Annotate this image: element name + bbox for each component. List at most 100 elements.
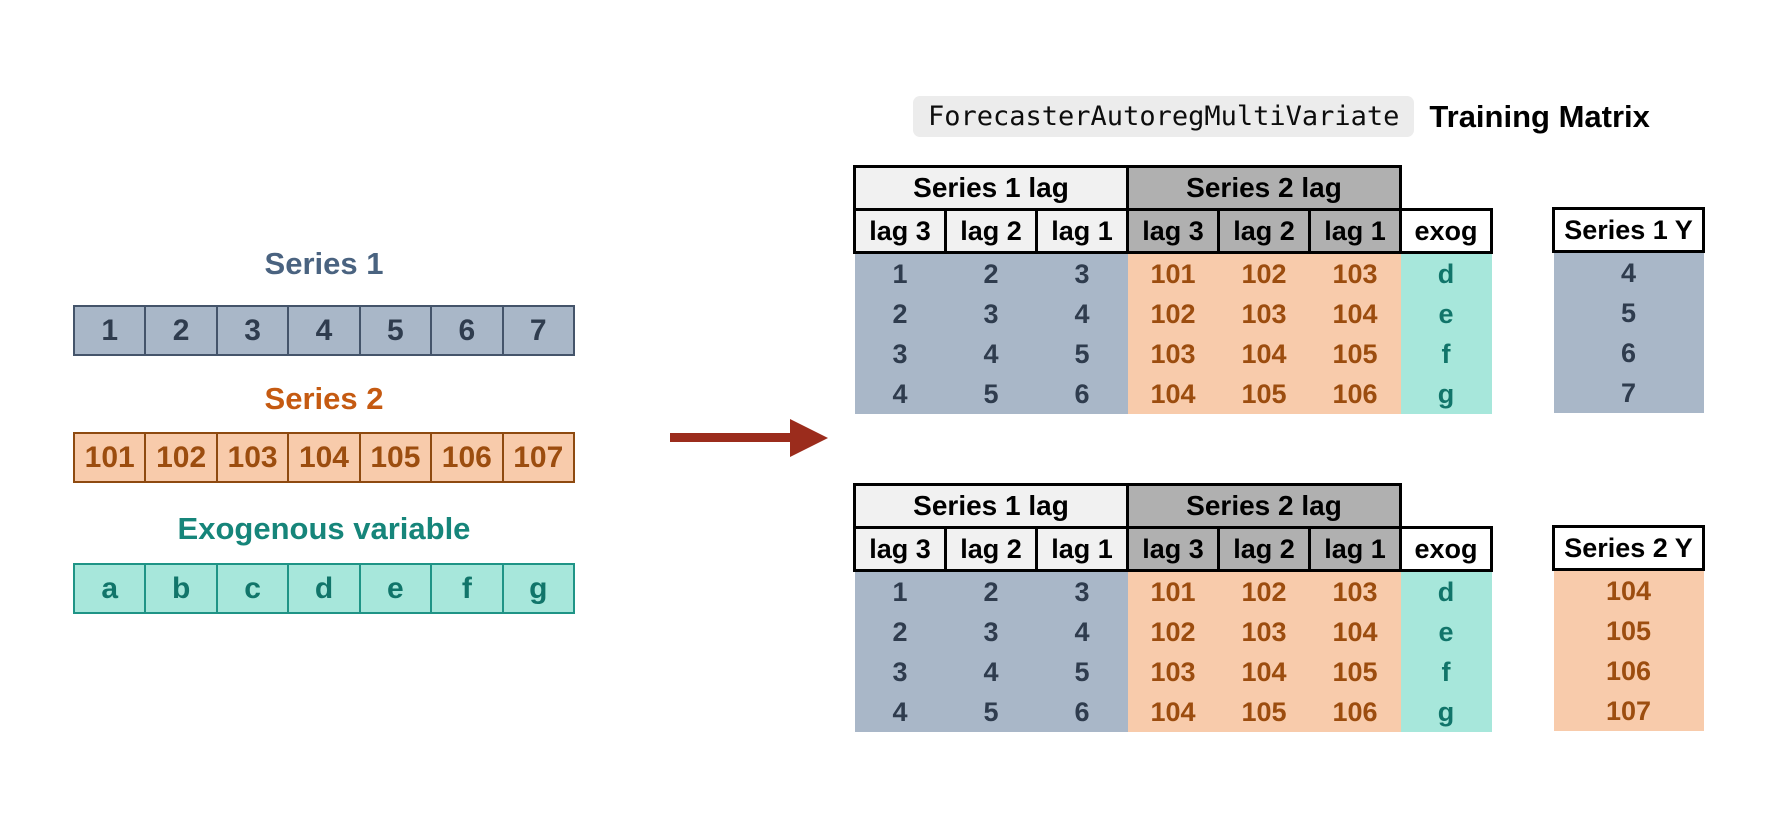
- arrow-head: [790, 419, 828, 457]
- y-cell: 6: [1553, 333, 1704, 373]
- matrix-exog-cell: e: [1400, 294, 1492, 334]
- matrix-cell: 3: [945, 612, 1037, 652]
- matrix-cell: 5: [945, 692, 1037, 732]
- matrix-cell: 4: [1036, 294, 1128, 334]
- exog-row: a b c d e f g: [73, 563, 575, 614]
- series2-cell: 106: [430, 432, 504, 483]
- series2-cell: 107: [501, 432, 575, 483]
- series1-cell: 7: [501, 305, 575, 356]
- matrix-cell: 106: [1309, 692, 1401, 732]
- series1-cell: 6: [430, 305, 504, 356]
- matrix-cell: 2: [854, 612, 946, 652]
- matrix-exog-cell: g: [1400, 374, 1492, 414]
- right-arrow-icon: [670, 419, 828, 457]
- series1-cell: 1: [73, 305, 147, 356]
- training-matrix-table-series1: Series 1 lag Series 2 lag lag 3 lag 2 la…: [853, 165, 1493, 414]
- matrix-cell: 4: [945, 652, 1037, 692]
- matrix-cell: 103: [1127, 652, 1219, 692]
- col-header-cell: lag 3: [853, 208, 947, 254]
- series1-cell: 4: [287, 305, 361, 356]
- matrix-cell: 104: [1127, 692, 1219, 732]
- exog-header-cell: exog: [1399, 526, 1493, 572]
- y-cell: 107: [1553, 691, 1704, 731]
- matrix-cell: 104: [1218, 334, 1310, 374]
- matrix-exog-cell: e: [1400, 612, 1492, 652]
- series1-cell: 3: [215, 305, 290, 356]
- col-header-cell: lag 3: [853, 526, 947, 572]
- series1-row: 1 2 3 4 5 6 7: [73, 305, 575, 356]
- exog-cell: d: [287, 563, 361, 614]
- col-header-cell: lag 3: [1126, 526, 1220, 572]
- series2-title: Series 2: [264, 381, 384, 416]
- matrix-cell: 2: [854, 294, 946, 334]
- matrix-cell: 104: [1127, 374, 1219, 414]
- col-header-cell: lag 3: [1126, 208, 1220, 254]
- y-cell: 105: [1553, 611, 1704, 651]
- y-cell: 106: [1553, 651, 1704, 691]
- matrix-cell: 5: [1036, 652, 1128, 692]
- col-header-cell: lag 1: [1308, 526, 1402, 572]
- col-header-cell: lag 2: [1217, 526, 1311, 572]
- col-header-cell: lag 2: [1217, 208, 1311, 254]
- matrix-cell: 1: [854, 570, 946, 612]
- matrix-cell: 104: [1309, 294, 1401, 334]
- col-header-cell: lag 2: [944, 208, 1038, 254]
- matrix-cell: 3: [945, 294, 1037, 334]
- matrix-cell: 5: [945, 374, 1037, 414]
- series1-cell: 5: [358, 305, 433, 356]
- empty-corner-cell: [1401, 485, 1492, 528]
- matrix-cell: 4: [945, 334, 1037, 374]
- matrix-cell: 4: [1036, 612, 1128, 652]
- col-header-cell: lag 1: [1035, 526, 1129, 572]
- series1-y-table: Series 1 Y 4 5 6 7: [1552, 207, 1705, 413]
- matrix-cell: 105: [1218, 692, 1310, 732]
- matrix-cell: 3: [854, 652, 946, 692]
- exog-cell: g: [501, 563, 575, 614]
- series2-cell: 104: [287, 432, 361, 483]
- series2-y-table: Series 2 Y 104 105 106 107: [1552, 525, 1705, 731]
- exog-cell: f: [430, 563, 504, 614]
- matrix-cell: 103: [1218, 612, 1310, 652]
- forecaster-code-badge: ForecasterAutoregMultiVariate: [913, 96, 1415, 137]
- matrix-cell: 4: [854, 692, 946, 732]
- y-cell: 5: [1553, 293, 1704, 333]
- exog-title: Exogenous variable: [177, 511, 471, 546]
- matrix-cell: 1: [854, 252, 946, 294]
- matrix-cell: 3: [1036, 570, 1128, 612]
- matrix-cell: 104: [1309, 612, 1401, 652]
- matrix-cell: 102: [1218, 570, 1310, 612]
- series1-title: Series 1: [264, 246, 384, 281]
- exog-cell: c: [215, 563, 290, 614]
- matrix-cell: 5: [1036, 334, 1128, 374]
- y-cell: 7: [1553, 373, 1704, 413]
- matrix-cell: 105: [1309, 334, 1401, 374]
- y-header-cell: Series 1 Y: [1552, 207, 1705, 253]
- matrix-cell: 101: [1127, 252, 1219, 294]
- matrix-cell: 106: [1309, 374, 1401, 414]
- group-header-cell: Series 1 lag: [853, 165, 1129, 211]
- matrix-exog-cell: f: [1400, 334, 1492, 374]
- matrix-cell: 2: [945, 570, 1037, 612]
- matrix-title: ForecasterAutoregMultiVariate Training M…: [913, 96, 1650, 137]
- matrix-cell: 105: [1309, 652, 1401, 692]
- exog-cell: b: [144, 563, 218, 614]
- exog-header-cell: exog: [1399, 208, 1493, 254]
- matrix-cell: 102: [1127, 294, 1219, 334]
- training-matrix-table-series2: Series 1 lag Series 2 lag lag 3 lag 2 la…: [853, 483, 1493, 732]
- exog-cell: e: [358, 563, 433, 614]
- col-header-cell: lag 1: [1035, 208, 1129, 254]
- matrix-exog-cell: f: [1400, 652, 1492, 692]
- group-header-cell: Series 1 lag: [853, 483, 1129, 529]
- matrix-exog-cell: d: [1400, 252, 1492, 294]
- group-header-cell: Series 2 lag: [1126, 165, 1402, 211]
- matrix-exog-cell: g: [1400, 692, 1492, 732]
- col-header-cell: lag 2: [944, 526, 1038, 572]
- col-header-cell: lag 1: [1308, 208, 1402, 254]
- series2-cell: 103: [215, 432, 290, 483]
- matrix-cell: 103: [1218, 294, 1310, 334]
- matrix-cell: 4: [854, 374, 946, 414]
- exog-cell: a: [73, 563, 147, 614]
- series2-row: 101 102 103 104 105 106 107: [73, 432, 575, 483]
- matrix-cell: 103: [1309, 570, 1401, 612]
